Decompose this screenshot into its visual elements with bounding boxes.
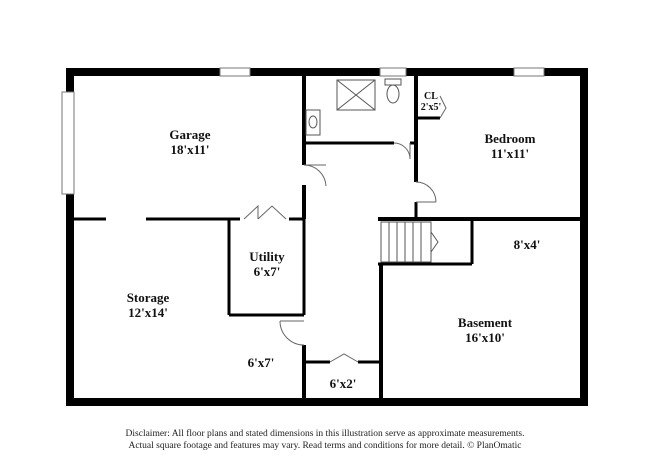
disclaimer-line-2: Actual square footage and features may v… xyxy=(128,441,522,451)
area-hall: 6'x7' xyxy=(236,355,286,370)
windows xyxy=(61,67,545,195)
room-dimension: 11'x11' xyxy=(490,146,530,161)
garage-side-door xyxy=(61,91,75,195)
bath-fixtures xyxy=(305,78,402,136)
room-name: Garage xyxy=(169,127,211,142)
doors xyxy=(243,95,447,363)
room-basement: Basement 16'x10' xyxy=(440,315,530,345)
toilet-tank xyxy=(384,78,402,86)
floor-plan xyxy=(61,67,588,406)
toilet-bowl xyxy=(386,84,400,104)
room-dimension: 18'x11' xyxy=(170,142,210,157)
interior-walls xyxy=(74,76,580,398)
area-alcove: 6'x2' xyxy=(318,376,368,391)
disclaimer-line-1: Disclaimer: All floor plans and stated d… xyxy=(125,429,525,439)
area-dimension: 6'x7' xyxy=(247,355,275,370)
outer-walls xyxy=(66,68,588,406)
room-name: Utility xyxy=(249,249,285,264)
bath-window xyxy=(379,67,407,77)
room-closet: CL 2'x5' xyxy=(416,91,446,113)
room-storage: Storage 12'x14' xyxy=(108,290,188,320)
area-dimension: 6'x2' xyxy=(329,376,357,391)
stairs xyxy=(380,221,439,263)
room-dimension: 16'x10' xyxy=(465,330,505,345)
bedroom-window xyxy=(513,67,545,77)
room-name: Basement xyxy=(457,315,513,330)
room-dimension: 2'x5' xyxy=(420,102,442,113)
garage-window xyxy=(219,67,251,77)
room-bedroom: Bedroom 11'x11' xyxy=(470,131,550,161)
room-utility: Utility 6'x7' xyxy=(232,249,302,279)
room-name: Storage xyxy=(126,290,170,305)
room-name: CL xyxy=(424,91,438,102)
room-dimension: 6'x7' xyxy=(253,264,281,279)
area-dimension: 8'x4' xyxy=(513,237,541,252)
room-garage: Garage 18'x11' xyxy=(150,127,230,157)
room-name: Bedroom xyxy=(484,131,536,146)
area-nook: 8'x4' xyxy=(502,237,552,252)
disclaimer: Disclaimer: All floor plans and stated d… xyxy=(0,428,650,452)
room-dimension: 12'x14' xyxy=(128,305,168,320)
